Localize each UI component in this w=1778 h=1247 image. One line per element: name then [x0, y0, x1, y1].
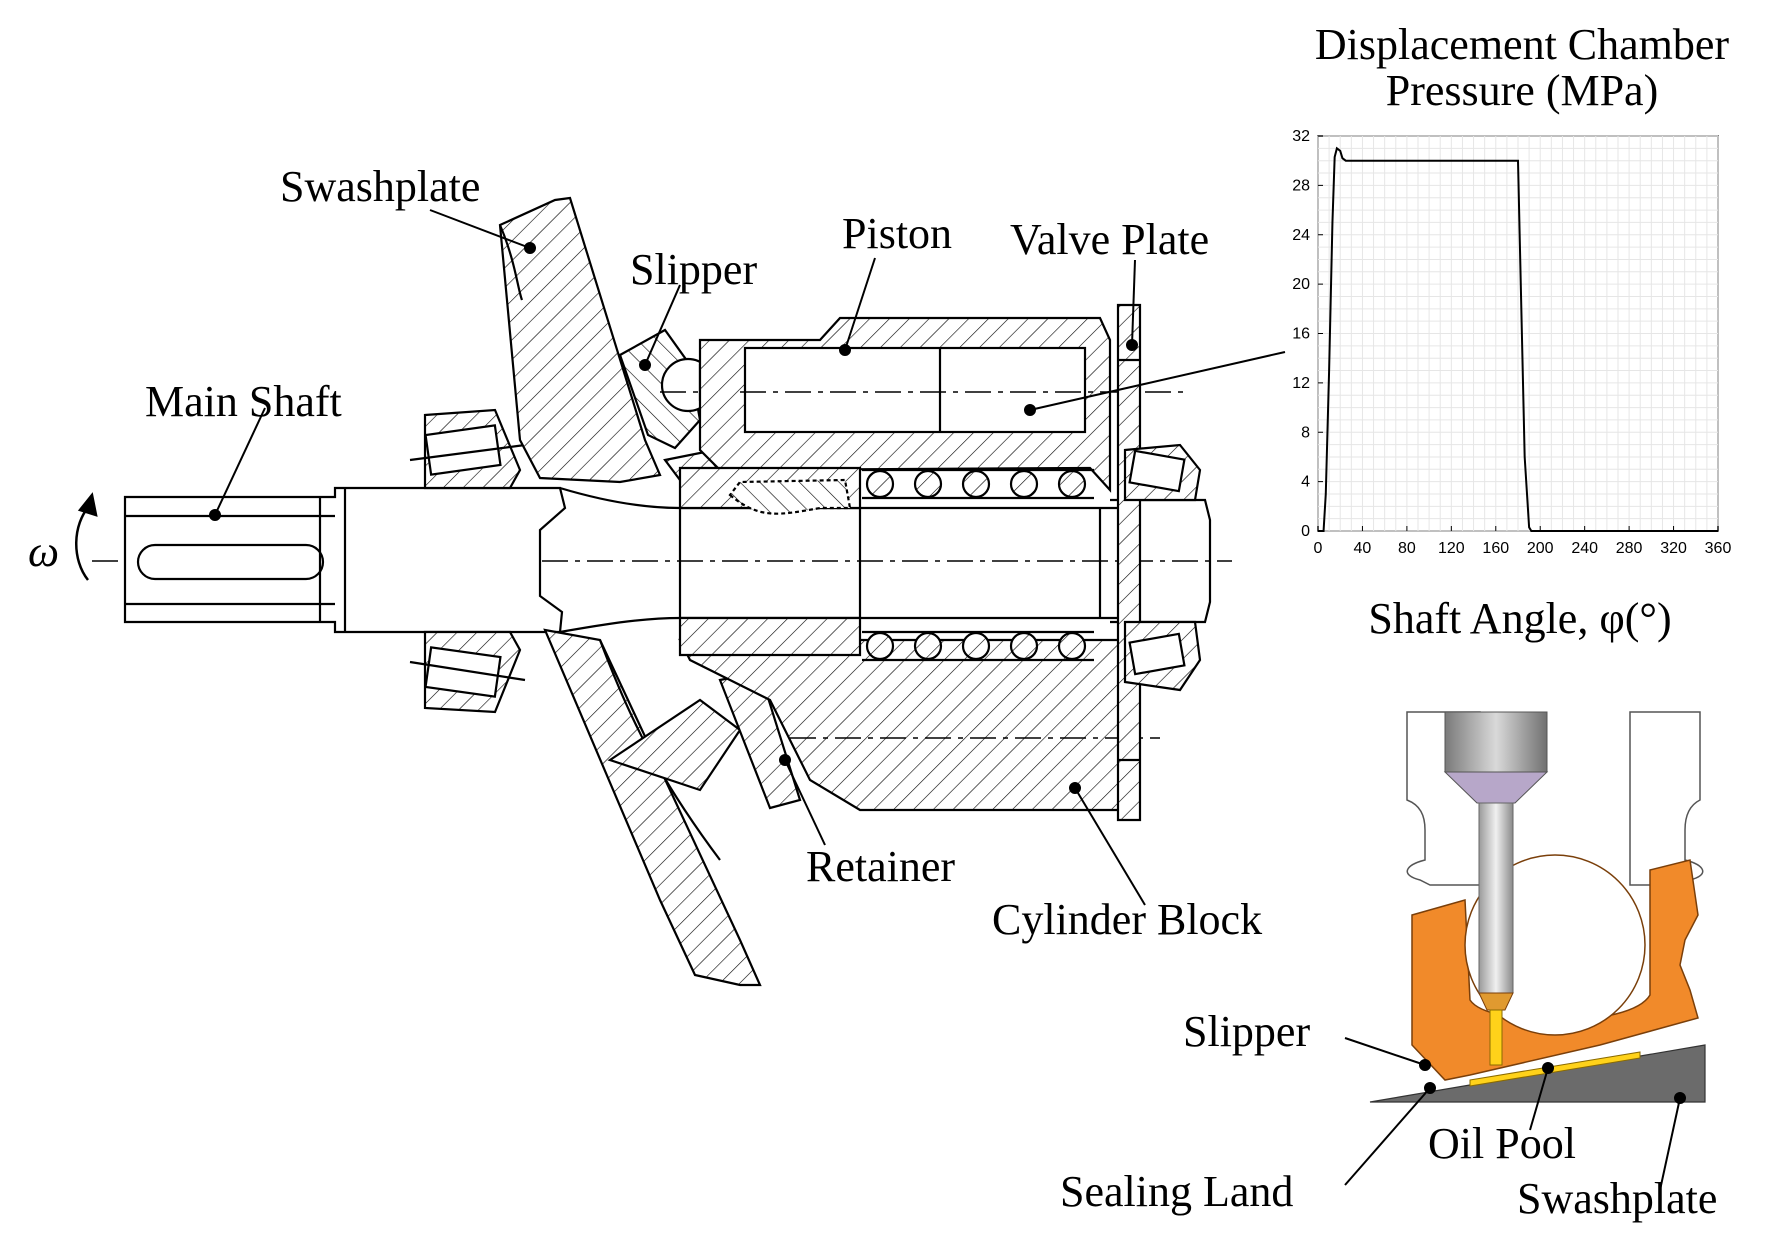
- displacement-chamber: [743, 346, 1087, 434]
- cylinder-block-label: Cylinder Block: [992, 895, 1263, 944]
- chart-xtick-label: 280: [1616, 540, 1643, 557]
- chart-title: Displacement Chamber Pressure (MPa): [1314, 20, 1730, 116]
- chart-ytick-label: 12: [1292, 375, 1310, 392]
- chart-xtick-label: 320: [1660, 540, 1687, 557]
- chart-xlabel: Shaft Angle, φ(°): [1368, 594, 1672, 643]
- oil-pool: [1469, 1051, 1641, 1087]
- swashplate-label: Swashplate: [280, 162, 481, 211]
- chart-xtick-label: 240: [1571, 540, 1598, 557]
- pressure-chart: 0 40 80 120 160 200 240 280 320 360 0 4 8 12 16 20 24 28 3…: [1292, 128, 1731, 557]
- leader-lines: [209, 209, 1286, 906]
- slipper-detail: [1344, 711, 1706, 1191]
- cross-section-drawing: [92, 196, 1232, 987]
- chart-ytick-label: 8: [1301, 424, 1310, 441]
- valve-plate: [1116, 303, 1142, 822]
- piston-rod: [1478, 802, 1514, 994]
- chart-ytick-label: 32: [1292, 128, 1310, 145]
- detail-slipper-label: Slipper: [1183, 1007, 1311, 1056]
- retainer-label: Retainer: [806, 842, 956, 891]
- curved-arrow-icon: [75, 492, 98, 581]
- main-shaft-label: Main Shaft: [145, 377, 342, 426]
- slipper-label: Slipper: [630, 245, 758, 294]
- chart-xtick-label: 360: [1705, 540, 1732, 557]
- piston-cap: [1444, 711, 1548, 773]
- chart-xtick-label: 120: [1438, 540, 1465, 557]
- spring-upper: [862, 468, 1094, 500]
- chart-xtick-label: 0: [1314, 540, 1323, 557]
- piston-label: Piston: [842, 209, 953, 258]
- chart-xtick-label: 80: [1398, 540, 1416, 557]
- omega-symbol: ω: [28, 527, 60, 576]
- detail-oil-pool-label: Oil Pool: [1428, 1119, 1576, 1168]
- pressure-series-line: [1318, 146, 1718, 532]
- chart-ytick-label: 4: [1301, 474, 1310, 491]
- swashplate-upper: [498, 196, 662, 484]
- chart-ytick-label: 20: [1292, 276, 1310, 293]
- chart-grid: [1317, 135, 1719, 532]
- chart-xtick-label: 200: [1527, 540, 1554, 557]
- spring-lower: [862, 630, 1094, 662]
- chart-ytick-label: 28: [1292, 177, 1310, 194]
- piston-taper: [1443, 771, 1549, 804]
- detail-sealing-land-label: Sealing Land: [1060, 1167, 1294, 1216]
- detail-swashplate-label: Swashplate: [1517, 1174, 1718, 1223]
- shaft-keyway: [136, 543, 325, 581]
- chart-ytick-label: 0: [1301, 523, 1310, 540]
- chart-ytick-label: 24: [1292, 227, 1310, 244]
- chart-xtick-label: 40: [1354, 540, 1372, 557]
- chart-ytick-label: 16: [1292, 326, 1310, 343]
- valve-plate-label: Valve Plate: [1010, 215, 1210, 264]
- chart-xtick-label: 160: [1482, 540, 1509, 557]
- swashplate-lower: [543, 628, 762, 987]
